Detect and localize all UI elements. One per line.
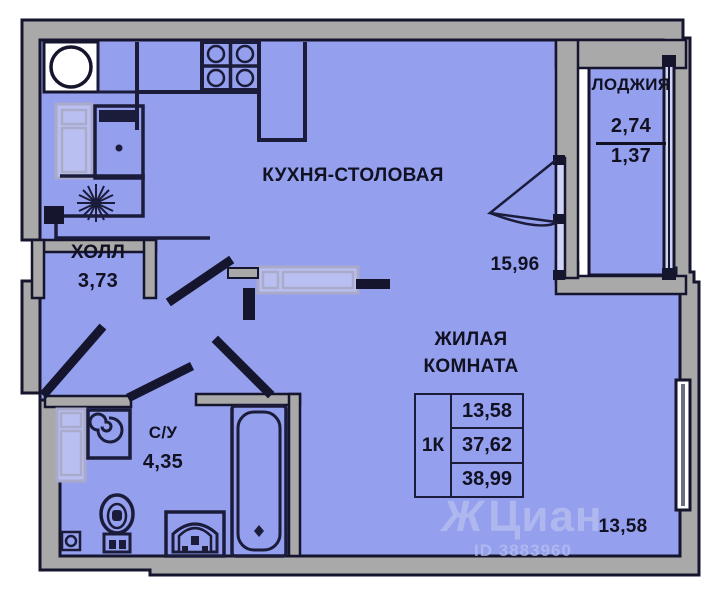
bathroom-room-label: С/У [148, 423, 178, 442]
bathroom-door-leaf[interactable] [125, 361, 195, 403]
bed-post-icon [243, 288, 255, 320]
kitchen-partition-lines [60, 174, 145, 218]
towel-radiator-top [59, 411, 83, 429]
living-room-area-label: 13,58 [598, 516, 648, 537]
washing-machine-spiral-icon [88, 412, 124, 444]
stove-burner-br [235, 68, 255, 88]
sink-bowl-icon [60, 126, 88, 174]
balcony-door-hinge-mid [553, 214, 565, 224]
loggia-area-top-label: 2,74 [610, 115, 652, 137]
balcony-door-hinge-bottom [553, 270, 565, 280]
floor-drain-icon [60, 530, 82, 552]
entrance-door-leaf[interactable] [39, 323, 107, 399]
rooms-count-cell: 1К [416, 395, 452, 496]
bed-pillow-icon [261, 270, 280, 290]
living-room-label-line1: ЖИЛАЯ [434, 329, 508, 350]
loggia-glazing-line [668, 58, 670, 278]
total-with-loggia-cell: 38,99 [461, 468, 513, 491]
loggia-room-label: ЛОДЖИЯ [591, 75, 671, 94]
bathtub-drain-icon [254, 525, 264, 537]
bathtub-icon [230, 404, 288, 558]
bathroom-area-label: 4,35 [142, 451, 184, 473]
refrigerator-knob-icon [115, 144, 123, 152]
kitchen-room-label: КУХНЯ-СТОЛОВАЯ [262, 165, 444, 186]
living-room-window-line [681, 384, 685, 506]
hall-area-label: 3,73 [77, 270, 119, 292]
kitchen-area-label: 15,96 [490, 254, 540, 275]
loggia-area-bottom-label: 1,37 [610, 145, 652, 167]
kitchen-pipe-riser [44, 206, 64, 224]
loggia-area-divider [596, 142, 666, 145]
bathroom-fixtures [55, 404, 288, 558]
bed-mattress-icon [281, 270, 355, 290]
stove-burner-tl [206, 44, 226, 64]
washbasin-icon [164, 510, 226, 558]
bathroom-wall-top-right [194, 392, 302, 407]
glazing [486, 55, 692, 512]
stove-burner-tr [235, 44, 255, 64]
refrigerator-top-bar [99, 110, 139, 122]
kitchen-fixtures [42, 40, 307, 240]
bathroom-wall-top-left [43, 394, 133, 409]
area-summary-table: 1К 13,58 37,62 38,99 [414, 393, 524, 498]
loggia-floor [587, 65, 675, 277]
plant-icon [77, 184, 115, 222]
hall-room-label: ХОЛЛ [70, 242, 126, 263]
round-vent-icon [49, 45, 93, 89]
area-values-column: 13,58 37,62 38,99 [452, 395, 522, 496]
interior-partitions [30, 38, 688, 558]
sink-basin-icon [60, 108, 88, 126]
bed-rail-icon [356, 279, 390, 289]
living-room-furniture [227, 265, 390, 320]
loggia-parapet-bottom [554, 274, 688, 296]
towel-radiator-body [59, 429, 83, 477]
loggia-glazing-anchor-top [662, 55, 676, 67]
living-upper-partition [227, 267, 259, 279]
living-room-door-leaf[interactable] [211, 335, 275, 399]
balcony-door-hinge-top [553, 155, 565, 165]
toilet-icon [99, 493, 135, 554]
bathroom-wall-right [287, 392, 302, 558]
total-area-cell: 37,62 [452, 429, 522, 464]
hall-wall-left [30, 238, 46, 300]
stove-burner-bl [206, 68, 226, 88]
balcony-door-swing-curve [489, 211, 559, 227]
door-leaves [39, 255, 275, 403]
loggia-glazing-anchor-bottom [662, 268, 676, 280]
hall-door-leaf[interactable] [165, 255, 235, 307]
living-area-cell: 13,58 [452, 395, 522, 430]
hall-wall-right [142, 238, 158, 300]
living-room-label-line2: КОМНАТА [423, 356, 519, 377]
